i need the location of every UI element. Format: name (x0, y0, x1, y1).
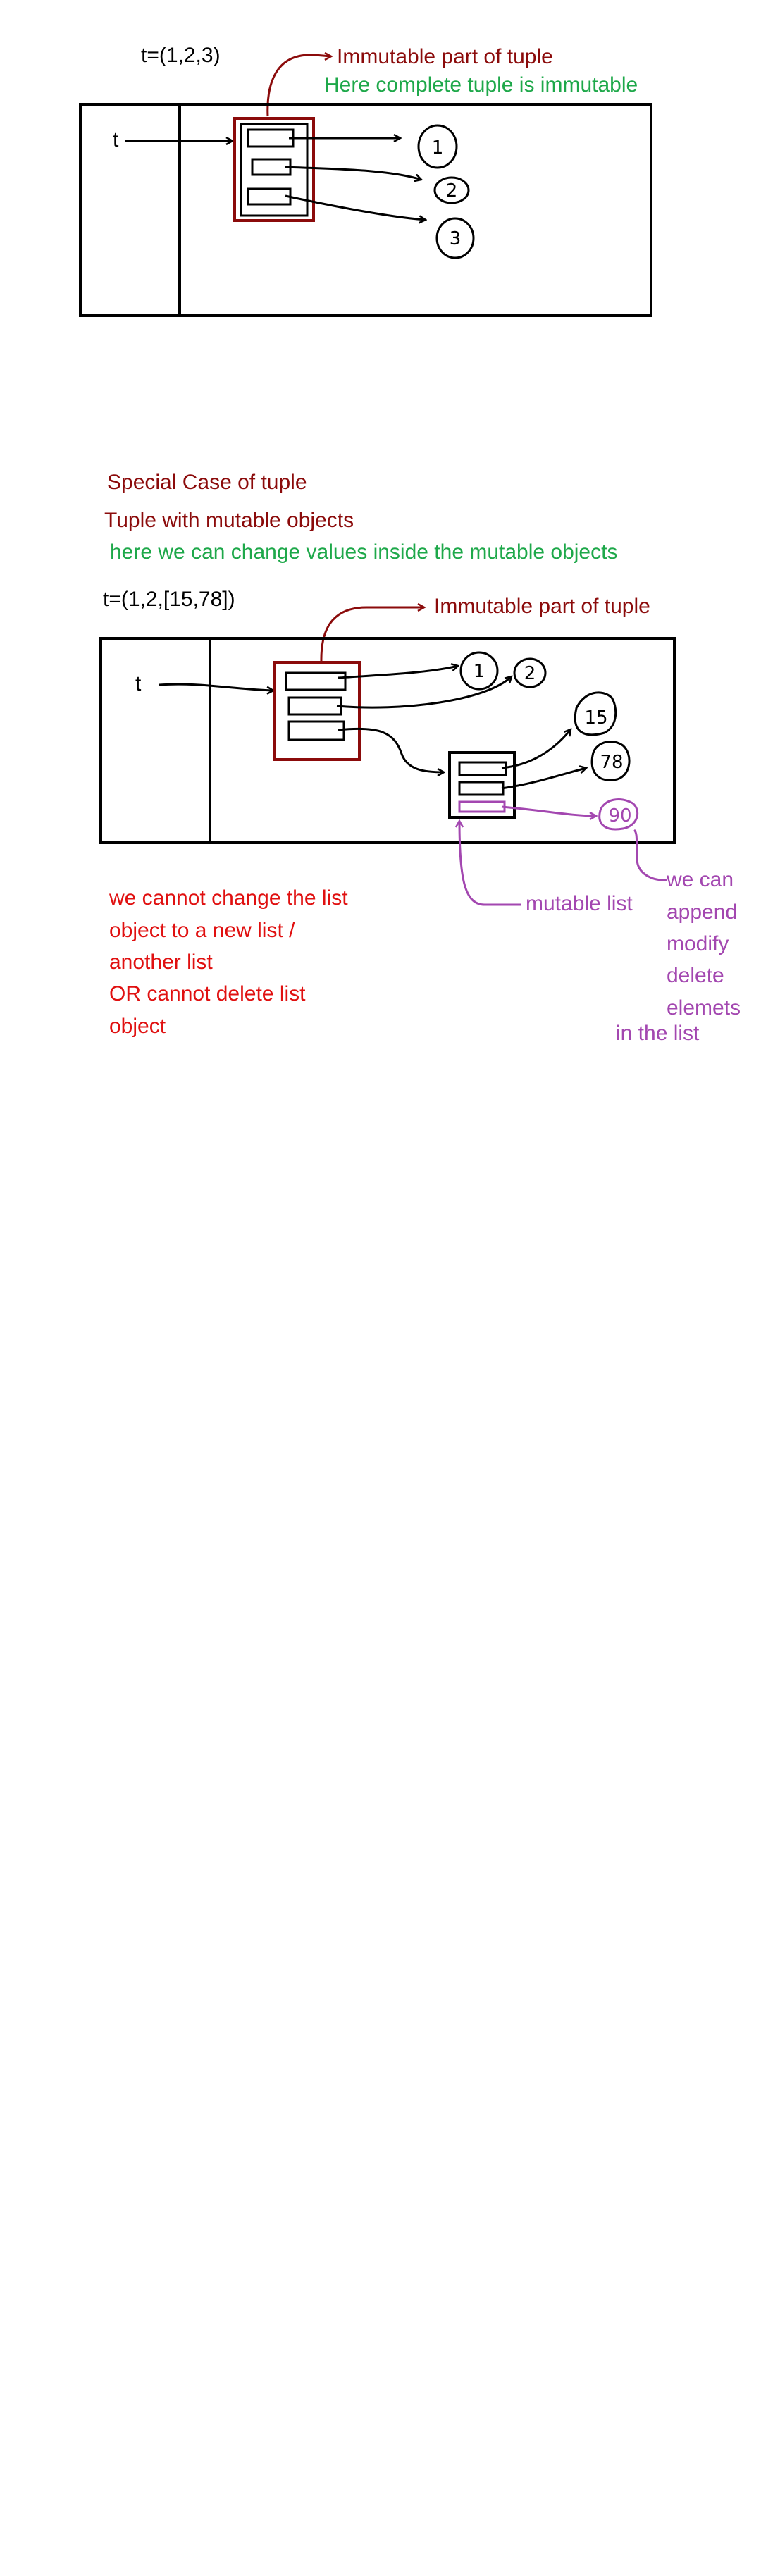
tuple-slot-1a (247, 128, 295, 148)
red-note-line-2: object to a new list / (109, 919, 295, 942)
tuple-slot-1c (247, 187, 292, 206)
list-value-1: 15 (584, 707, 607, 729)
list-arrow-a (501, 729, 571, 769)
tuple-slot-1b (251, 158, 292, 176)
tuple-slot-2b (287, 696, 342, 716)
change-values-note: here we can change values inside the mut… (110, 540, 617, 564)
mutable-objects-subheading: Tuple with mutable objects (104, 509, 354, 532)
list-value-3: 90 (608, 805, 631, 826)
value-node-78 (590, 741, 631, 781)
var-t-1: t (113, 128, 119, 151)
purple-note-line-1: we can (666, 868, 734, 891)
slot-arrow-2b (336, 676, 512, 709)
red-note-line-1: we cannot change the list (109, 886, 348, 910)
list-slot-a (458, 761, 507, 776)
red-note-line-4: OR cannot delete list (109, 982, 306, 1005)
red-note-line-5: object (109, 1015, 166, 1038)
tuple-object-1 (240, 123, 309, 217)
purple-note-line-2: append (667, 900, 737, 924)
value-node-1-1 (417, 124, 458, 169)
var-t-arrow-2 (159, 683, 273, 691)
slot-arrow-1b (285, 166, 421, 180)
special-case-heading: Special Case of tuple (107, 471, 307, 494)
complete-immutable-label: Here complete tuple is immutable (324, 73, 638, 97)
red-note-line-3: another list (109, 950, 213, 974)
value-1-1: 1 (432, 137, 444, 159)
list-object (448, 751, 516, 819)
immutable-label-2: Immutable part of tuple (434, 595, 650, 618)
tuple-object-outline-1 (233, 117, 315, 222)
immutable-arrow-2 (320, 607, 424, 663)
value-node-2-1 (459, 651, 499, 691)
tuple-slot-2a (285, 671, 347, 691)
tuple-title-1: t=(1,2,3) (141, 44, 221, 67)
list-arrow-b (501, 768, 586, 790)
mutable-list-arrow (459, 821, 521, 906)
value-node-90 (598, 798, 639, 831)
purple-note-line-5: elemets (667, 996, 741, 1020)
value-node-1-2 (433, 176, 470, 204)
red-note: we cannot change the list object to a ne… (109, 886, 348, 1038)
value-node-15 (574, 691, 617, 736)
memory-box-2 (99, 637, 676, 844)
purple-note-connector (633, 829, 667, 881)
slot-arrow-1c (285, 194, 426, 220)
mutable-list-label: mutable list (526, 892, 633, 915)
immutable-label-1: Immutable part of tuple (337, 45, 553, 68)
purple-note-line-4: delete (667, 964, 724, 987)
tuple-slot-2c (287, 720, 345, 741)
list-value-2: 78 (600, 752, 623, 773)
slot-arrow-2c (338, 727, 444, 772)
tuple-object-2 (273, 661, 361, 761)
list-arrow-c (501, 805, 596, 816)
value-1-2: 2 (446, 180, 458, 202)
purple-note-line-3: modify (667, 932, 729, 955)
diagram-tuple-with-mutable: Special Case of tuple Tuple with mutable… (99, 471, 741, 1045)
tuple-title-2: t=(1,2,[15,78]) (103, 588, 235, 611)
immutable-arrow-1 (266, 55, 331, 117)
value-node-1-3 (435, 217, 475, 259)
purple-note: we can append modify delete elemets in t… (616, 868, 741, 1045)
purple-note-line-6: in the list (616, 1022, 700, 1045)
list-slot-b (458, 781, 505, 796)
value-node-2-2 (513, 657, 547, 688)
memory-box-1 (79, 103, 652, 317)
var-t-2: t (135, 672, 142, 695)
value-1-3: 3 (450, 228, 462, 249)
list-slot-c (458, 800, 506, 813)
value-2-2: 2 (524, 663, 536, 684)
slot-arrow-2a (338, 666, 458, 679)
value-2-1: 1 (474, 661, 485, 682)
diagram-simple-tuple: t=(1,2,3) Immutable part of tuple Here c… (79, 44, 652, 317)
